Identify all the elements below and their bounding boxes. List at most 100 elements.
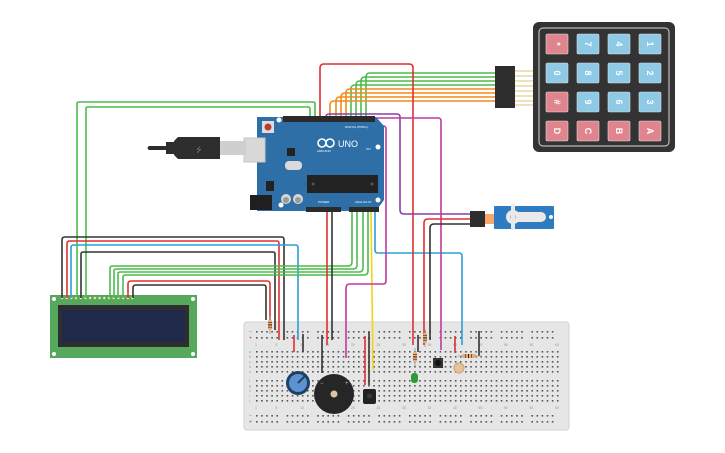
wire-yellow[interactable] xyxy=(370,211,374,371)
column-number: 25 xyxy=(376,406,380,410)
column-number: 45 xyxy=(478,406,482,410)
rail-label: − xyxy=(249,330,252,336)
column-number: 1 xyxy=(255,343,257,347)
column-number: 40 xyxy=(453,406,457,410)
arduino-logo xyxy=(317,138,335,148)
keypad-key[interactable]: # xyxy=(545,91,569,113)
column-number: 50 xyxy=(504,343,508,347)
keypad-key[interactable]: 6 xyxy=(607,91,631,113)
keypad-key[interactable]: 1 xyxy=(638,33,662,55)
wire-green[interactable] xyxy=(122,212,369,298)
resistor[interactable] xyxy=(458,354,482,358)
keypad-ribbon xyxy=(515,70,534,106)
keypad-connector xyxy=(495,66,515,108)
column-number: 30 xyxy=(402,343,406,347)
keypad-key-label: C xyxy=(583,128,593,135)
resistor[interactable] xyxy=(423,329,427,347)
ir-receiver[interactable] xyxy=(363,389,376,404)
resistor[interactable] xyxy=(268,316,272,334)
wire-green[interactable] xyxy=(117,212,364,298)
row-letter: j xyxy=(248,399,250,403)
wire-magenta[interactable] xyxy=(345,125,387,358)
lcd-display[interactable] xyxy=(50,295,197,358)
row-letter: d xyxy=(249,365,251,369)
wire-blue[interactable] xyxy=(70,244,299,340)
wire-green[interactable] xyxy=(85,106,311,298)
reset-button[interactable] xyxy=(264,123,272,131)
keypad-key[interactable]: 5 xyxy=(607,62,631,84)
row-letter: a xyxy=(249,350,251,354)
keypad-key-label: 2 xyxy=(645,70,655,75)
keypad-key[interactable]: 9 xyxy=(576,91,600,113)
column-number: 30 xyxy=(402,406,406,410)
keypad-key[interactable]: 0 xyxy=(545,62,569,84)
column-number: 50 xyxy=(504,406,508,410)
column-number: 25 xyxy=(376,343,380,347)
row-letter: g xyxy=(249,384,251,388)
wire-purple[interactable] xyxy=(325,113,472,215)
wire-black[interactable] xyxy=(429,223,472,340)
usb-icon: ⭍ xyxy=(196,146,202,154)
column-number: 1 xyxy=(255,406,257,410)
keypad-key[interactable]: D xyxy=(545,120,569,142)
lcd-screen xyxy=(62,310,185,342)
column-number: 20 xyxy=(351,343,355,347)
green-led[interactable] xyxy=(411,373,418,383)
rail-label: − xyxy=(249,414,252,420)
keypad-key[interactable]: 4 xyxy=(607,33,631,55)
column-number: 20 xyxy=(351,406,355,410)
pushbutton[interactable] xyxy=(433,358,443,368)
resistor[interactable] xyxy=(413,348,417,366)
keypad-key-label: A xyxy=(645,128,655,135)
usb-cable[interactable]: ⭍ xyxy=(147,137,247,159)
atmega-chip xyxy=(307,175,378,193)
digital-header xyxy=(283,116,375,122)
wire-green[interactable] xyxy=(109,212,353,298)
keypad-key-label: D xyxy=(552,128,562,135)
column-number: 60 xyxy=(555,343,559,347)
column-number: 35 xyxy=(427,343,431,347)
wire-red[interactable] xyxy=(423,218,472,345)
wire-green[interactable] xyxy=(350,84,496,121)
wire-green[interactable] xyxy=(113,212,358,298)
keypad-key-label: 4 xyxy=(614,41,624,46)
keypad-key[interactable]: 3 xyxy=(638,91,662,113)
arduino-uno[interactable]: UNO ARDUINO DIGITAL (PWM~) POWER ANALOG … xyxy=(243,116,384,212)
row-letter: f xyxy=(249,379,250,383)
piezo-buzzer[interactable]: − + xyxy=(314,374,354,414)
wire-blue[interactable] xyxy=(374,212,463,345)
wire-red[interactable] xyxy=(127,280,271,320)
keypad-key-label: 0 xyxy=(552,70,562,75)
photoresistor[interactable] xyxy=(453,362,465,374)
power-jack xyxy=(250,195,272,210)
row-letter: e xyxy=(249,370,251,374)
keypad-key[interactable]: 7 xyxy=(576,33,600,55)
keypad-key-label: 1 xyxy=(645,41,655,46)
keypad-key-label: * xyxy=(552,42,562,46)
wire-black[interactable] xyxy=(61,236,285,340)
keypad-key[interactable]: 2 xyxy=(638,62,662,84)
wire-black[interactable] xyxy=(132,284,267,320)
keypad-key-label: B xyxy=(614,128,624,135)
wire-black[interactable] xyxy=(80,251,276,330)
wire-red[interactable] xyxy=(319,63,414,345)
wire-green[interactable] xyxy=(76,101,316,298)
potentiometer[interactable] xyxy=(286,371,310,395)
power-header xyxy=(306,207,341,212)
column-number: 60 xyxy=(555,406,559,410)
wire-red[interactable] xyxy=(66,240,280,340)
crystal xyxy=(285,161,302,170)
servo-motor[interactable] xyxy=(470,204,554,230)
keypad-key[interactable]: B xyxy=(607,120,631,142)
on-label: ON xyxy=(366,147,371,151)
keypad-key[interactable]: 8 xyxy=(576,62,600,84)
keypad-key[interactable]: C xyxy=(576,120,600,142)
column-number: 10 xyxy=(300,343,304,347)
column-number: 55 xyxy=(529,343,533,347)
keypad-key[interactable]: A xyxy=(638,120,662,142)
wire-orange[interactable] xyxy=(329,100,496,121)
keypad-key[interactable]: * xyxy=(545,33,569,55)
